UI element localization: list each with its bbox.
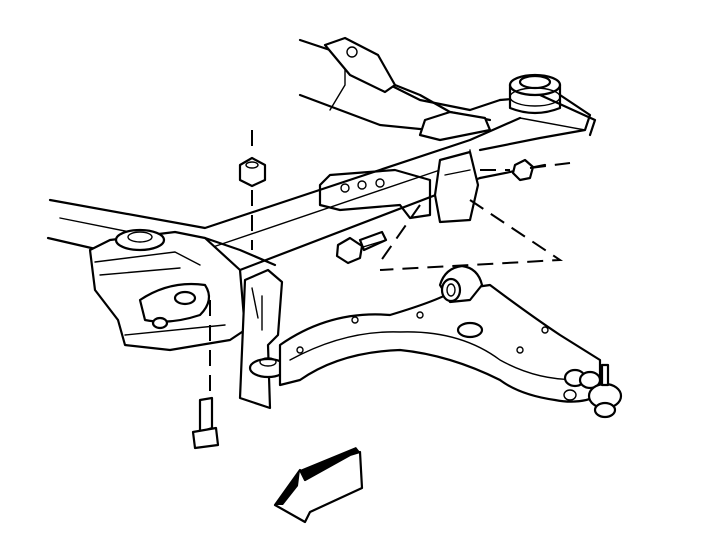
- front-direction-arrow: [273, 447, 364, 524]
- rear-arm-bracket: [318, 150, 571, 224]
- stabilizer-link-bracket: [238, 268, 288, 410]
- front-cradle-mount: [88, 228, 277, 352]
- rear-cradle-mount: [508, 73, 597, 137]
- arm-pivot-bolt: [335, 230, 388, 265]
- ball-joint: [563, 363, 623, 419]
- alignment-guides: [379, 199, 564, 271]
- lower-control-arm: [278, 264, 602, 403]
- rear-bracket-tower: [323, 36, 492, 142]
- cradle-fasteners: [191, 130, 267, 450]
- cradle-bolt: [198, 396, 214, 434]
